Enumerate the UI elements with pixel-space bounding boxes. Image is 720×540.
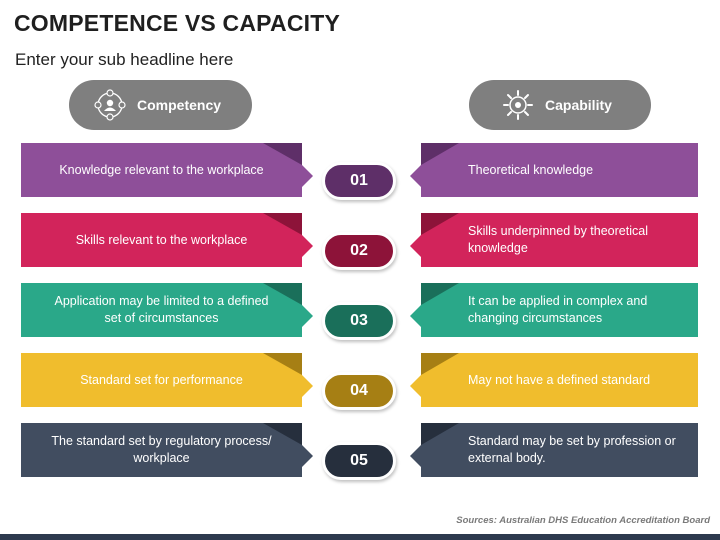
capability-fold <box>410 213 459 257</box>
competency-fold <box>263 423 313 467</box>
competency-text: Standard set for performance <box>80 372 243 387</box>
capability-bar: Skills underpinned by theoretical knowle… <box>421 213 698 267</box>
source-note: Sources: Australian DHS Education Accred… <box>456 515 710 526</box>
competency-text: Knowledge relevant to the workplace <box>59 162 264 177</box>
capability-bar: May not have a defined standard <box>421 353 698 407</box>
capability-text: It can be applied in complex and changin… <box>468 294 648 325</box>
capability-text: Skills underpinned by theoretical knowle… <box>468 224 648 255</box>
capability-bar: It can be applied in complex and changin… <box>421 283 698 337</box>
competency-text: Skills relevant to the workplace <box>75 232 248 247</box>
competency-bar: Knowledge relevant to the workplace <box>21 143 302 197</box>
comparison-row: Knowledge relevant to the workplace Theo… <box>0 143 720 200</box>
competency-bar: Standard set for performance <box>21 353 302 407</box>
competency-header-label: Competency <box>137 97 222 113</box>
capability-bar: Standard may be set by profession or ext… <box>421 423 698 477</box>
competency-bar: The standard set by regulatory process/ … <box>21 423 302 477</box>
capability-fold <box>410 143 459 187</box>
competency-fold <box>263 213 313 257</box>
competency-header: Competency <box>69 80 252 130</box>
competency-text: Application may be limited to a defined … <box>54 294 269 325</box>
row-number-badge: 01 <box>322 162 396 200</box>
competency-fold <box>263 353 313 397</box>
capability-gear-icon <box>499 86 537 124</box>
row-number-badge: 03 <box>322 302 396 340</box>
capability-header: Capability <box>469 80 651 130</box>
competency-fold <box>263 283 313 327</box>
comparison-row: The standard set by regulatory process/ … <box>0 423 720 480</box>
comparison-row: Skills relevant to the workplace Skills … <box>0 213 720 270</box>
capability-bar: Theoretical knowledge <box>421 143 698 197</box>
capability-text: May not have a defined standard <box>468 372 651 387</box>
row-number-badge: 05 <box>322 442 396 480</box>
comparison-row: Standard set for performance May not hav… <box>0 353 720 410</box>
competency-network-icon <box>91 86 129 124</box>
competency-fold <box>263 143 313 187</box>
capability-text: Standard may be set by profession or ext… <box>468 434 676 465</box>
competency-bar: Application may be limited to a defined … <box>21 283 302 337</box>
comparison-row: Application may be limited to a defined … <box>0 283 720 340</box>
row-number-badge: 02 <box>322 232 396 270</box>
capability-header-label: Capability <box>545 97 612 113</box>
competency-text: The standard set by regulatory process/ … <box>51 434 272 465</box>
capability-fold <box>410 423 459 467</box>
capability-fold <box>410 353 459 397</box>
capability-fold <box>410 283 459 327</box>
capability-text: Theoretical knowledge <box>468 162 594 177</box>
row-number-badge: 04 <box>322 372 396 410</box>
page-title: COMPETENCE VS CAPACITY <box>14 10 341 36</box>
page-subtitle: Enter your sub headline here <box>15 50 234 69</box>
competency-bar: Skills relevant to the workplace <box>21 213 302 267</box>
footer-bar <box>0 534 720 540</box>
